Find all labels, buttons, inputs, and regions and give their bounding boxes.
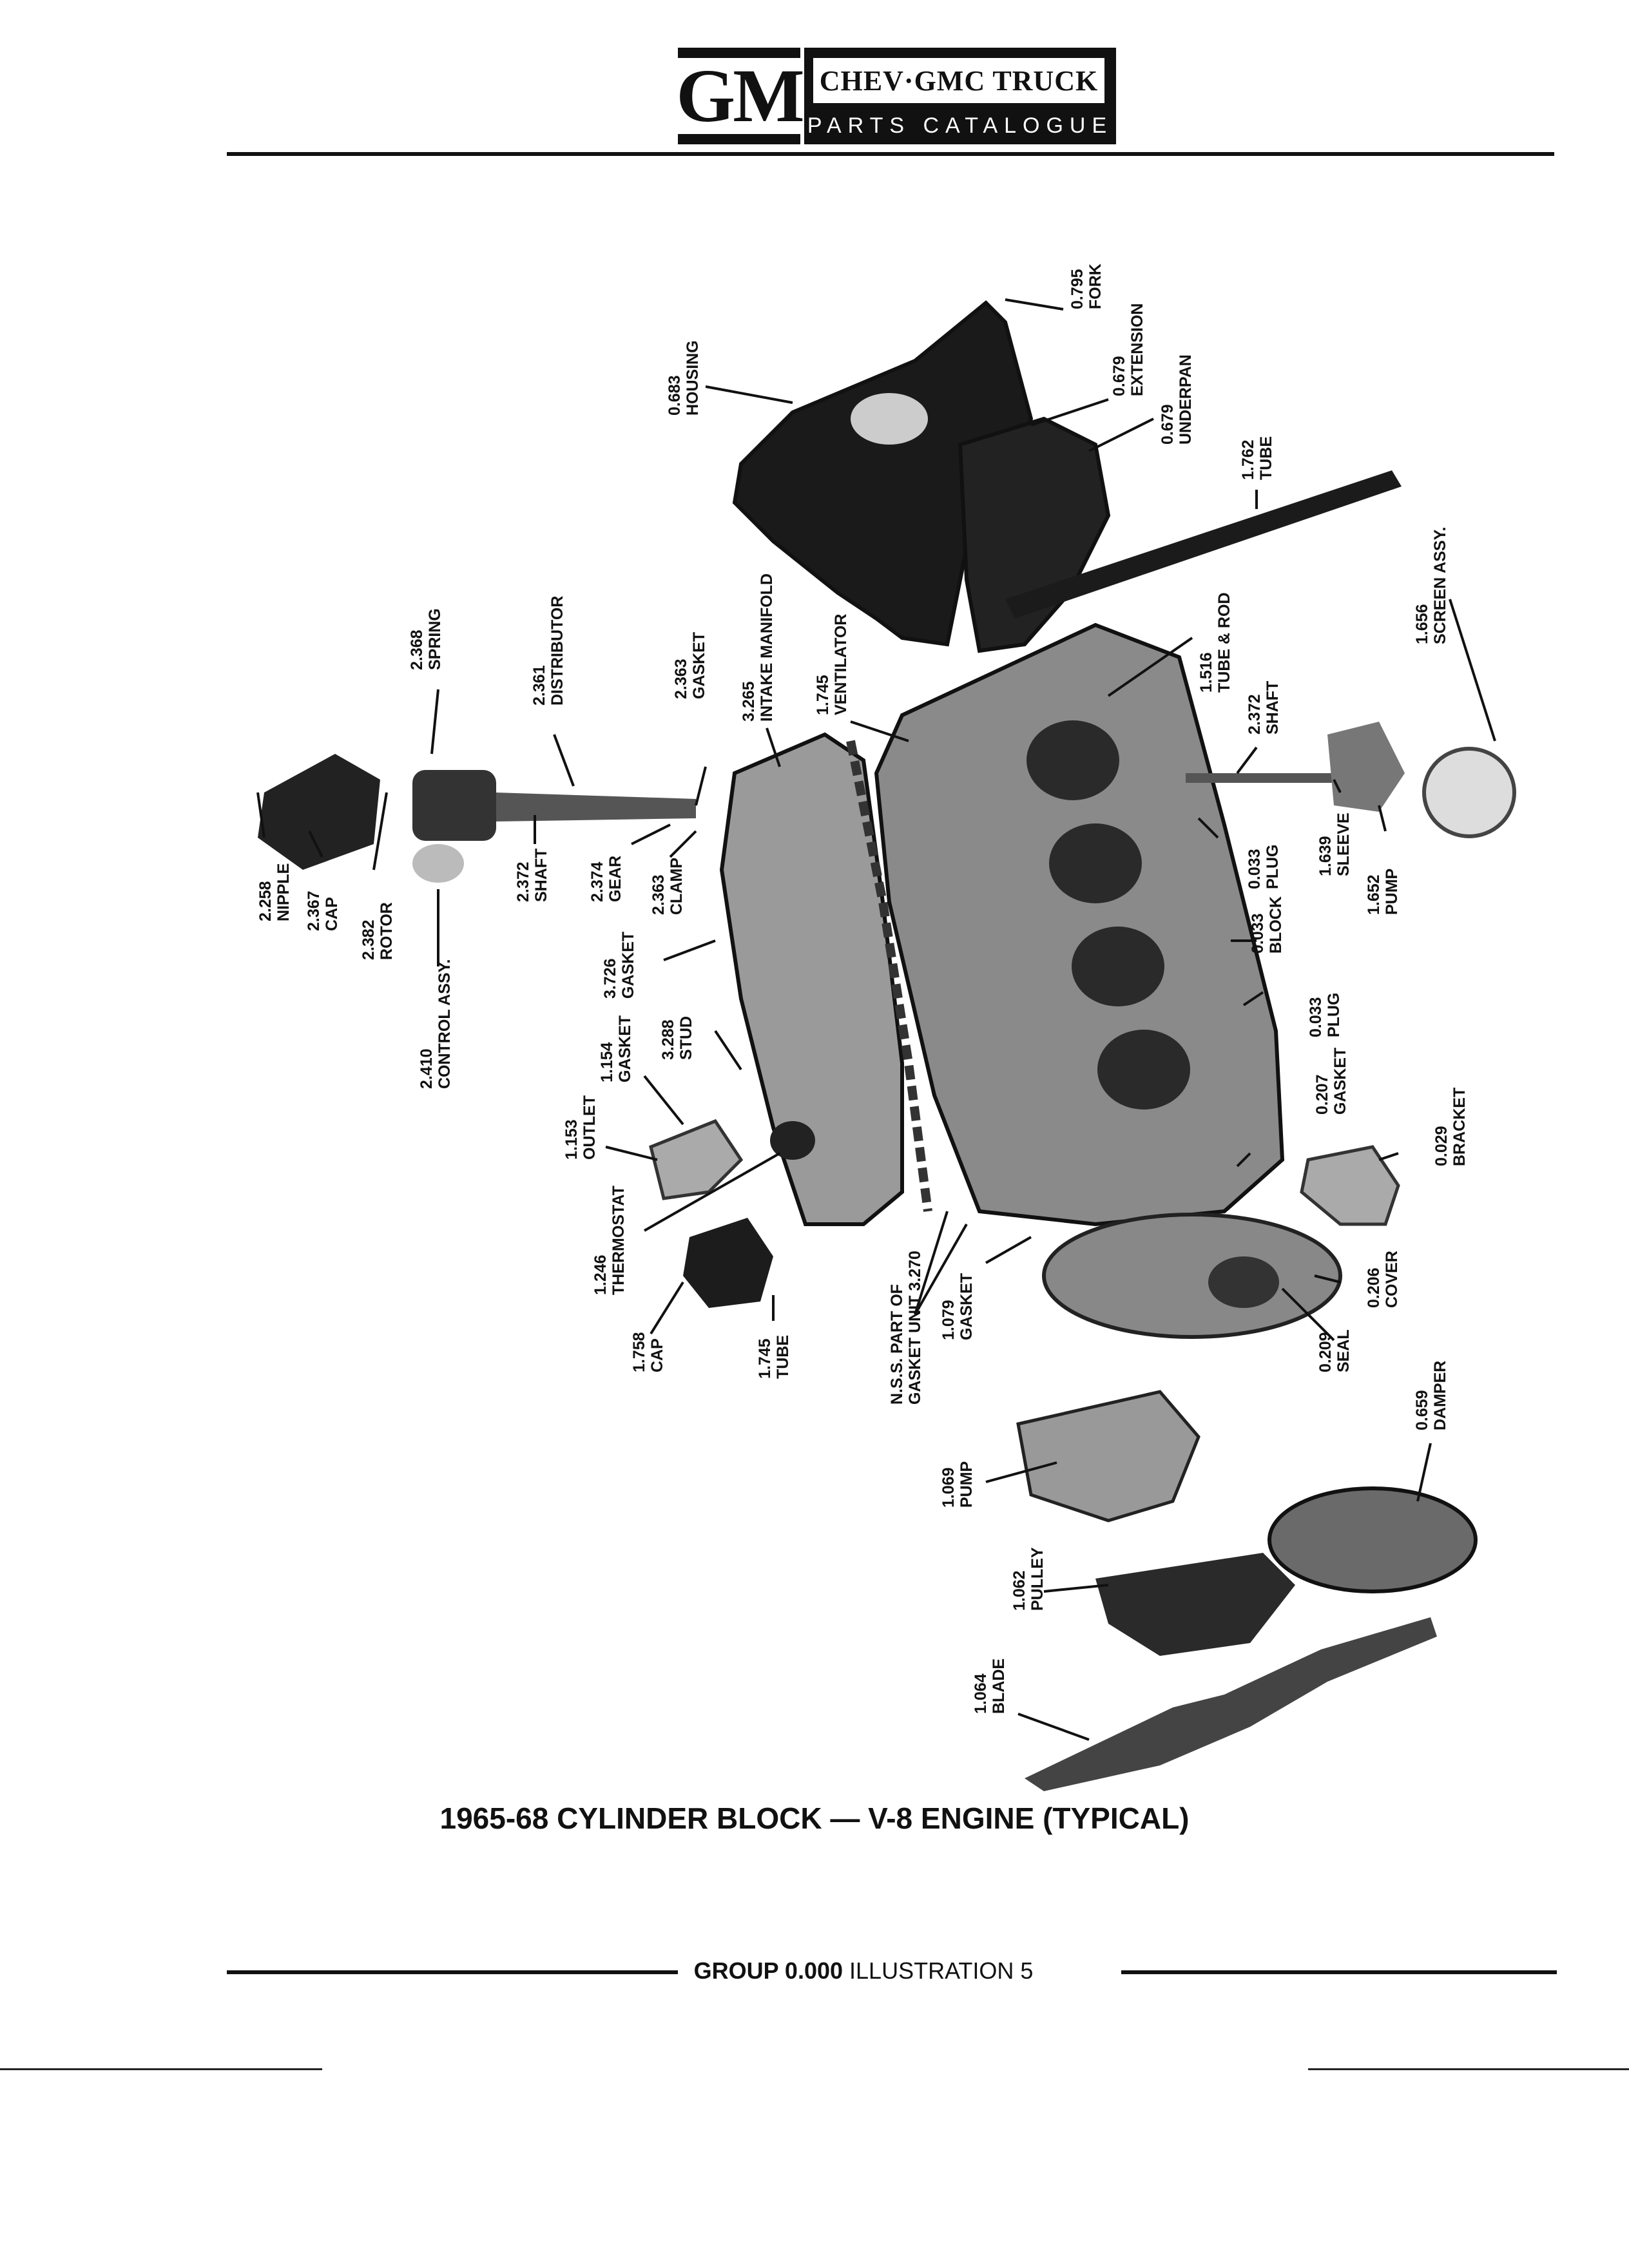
callout-c22: 3.288STUD (659, 1016, 695, 1060)
part-distributor (258, 754, 696, 883)
callout-c5: 1.762TUBE (1239, 436, 1275, 480)
callout-c34: 0.033PLUG (1307, 993, 1343, 1037)
callout-c10: 3.265INTAKE MANIFOLD (740, 573, 776, 722)
callout-labels: 0.795FORK 0.679EXTENSION 0.683HOUSING 0.… (256, 264, 1469, 1714)
callout-c9: 1.745VENTILATOR (814, 614, 850, 715)
callout-c26: 1.758CAP (630, 1332, 666, 1372)
callout-c17: 2.372SHAFT (514, 849, 550, 902)
part-manifold-gasket (846, 740, 932, 1212)
figure-caption: 1965-68 CYLINDER BLOCK — V-8 ENGINE (TYP… (439, 1802, 1190, 1835)
callout-c14: 2.258NIPPLE (256, 863, 293, 921)
callout-c24: 1.153OUTLET (563, 1095, 599, 1160)
parts (258, 300, 1516, 1791)
callout-c41: 1.062PULLEY (1010, 1547, 1046, 1611)
callout-c32: 1.652PUMP (1365, 869, 1401, 915)
part-timing-cover (1042, 1213, 1342, 1339)
part-fan-blade (1025, 1617, 1437, 1791)
footer-group: GROUP 0.000 (693, 1957, 843, 1984)
callout-c33: 0.033BLOCK (1249, 896, 1285, 954)
callout-c40: 1.069PUMP (940, 1461, 976, 1508)
callout-c8: 2.372SHAFT (1246, 681, 1282, 735)
cylinder-bore-1 (1027, 720, 1119, 800)
footer-rule-left (227, 1970, 678, 1974)
distributor-body (412, 770, 496, 841)
footer-rule-right (1121, 1970, 1557, 1974)
cylinder-bore-3 (1072, 927, 1164, 1006)
distributor-shaft (496, 793, 696, 822)
callout-c35: 0.207GASKET (1313, 1048, 1349, 1115)
part-seal (1208, 1256, 1279, 1308)
callout-c16: 2.382ROTOR (360, 902, 396, 960)
part-dipstick-tube (1005, 470, 1402, 619)
callout-c2: 0.679EXTENSION (1110, 303, 1146, 396)
cylinder-bore-2 (1049, 823, 1142, 903)
callout-c29: 1.079GASKET (940, 1273, 976, 1340)
callout-c13: 2.368SPRING (408, 608, 444, 670)
callout-c15: 2.367CAP (305, 890, 341, 931)
pump-shaft (1186, 773, 1334, 783)
callout-c31: 1.639SLEEVE (1316, 812, 1353, 876)
part-bracket (1300, 1145, 1400, 1226)
footer-label: GROUP 0.000 ILLUSTRATION 5 (683, 1957, 1044, 1984)
part-outlet (649, 1119, 744, 1200)
part-oil-filler-cap (683, 1218, 773, 1308)
cylinder-bore-4 (1097, 1030, 1190, 1110)
callout-c19: 2.363CLAMP (650, 858, 686, 915)
screen-assy (1422, 747, 1516, 838)
bottom-rule-right (1308, 2068, 1629, 2070)
gm-logo: GM (670, 48, 809, 144)
callout-c18: 2.374GEAR (588, 856, 624, 902)
part-housing-hole (851, 393, 928, 445)
callout-c7: 1.516TUBE & ROD (1197, 592, 1233, 693)
callout-c4: 0.679UNDERPAN (1159, 354, 1195, 445)
callout-c3: 0.683HOUSING (666, 340, 702, 416)
brand-subtitle: PARTS CATALOGUE (807, 113, 1113, 138)
part-underpan (958, 416, 1111, 653)
callout-c6: 1.656SCREEN ASSY. (1413, 527, 1449, 644)
callout-c38: 0.209SEAL (1316, 1329, 1353, 1372)
brand-box: CHEV·GMC TRUCK PARTS CATALOGUE (804, 48, 1116, 144)
callout-c25: 1.246THERMOSTAT (592, 1186, 628, 1295)
leader-lines (256, 298, 1496, 1741)
callout-c37: 0.206COVER (1365, 1251, 1401, 1308)
callout-c36: 0.029BRACKET (1432, 1088, 1469, 1166)
part-damper (1268, 1486, 1478, 1593)
oil-pump-body (1327, 722, 1405, 812)
callout-c27: 1.745TUBE (756, 1335, 792, 1379)
part-thermostat (770, 1121, 815, 1160)
callout-c42: 1.064BLADE (972, 1658, 1008, 1714)
part-pulley (1095, 1553, 1295, 1656)
part-oil-pump (1186, 722, 1516, 838)
callout-c11: 2.363GASKET (672, 632, 708, 699)
callout-c39: 0.659DAMPER (1413, 1361, 1449, 1430)
callout-c30: 0.033PLUG (1246, 845, 1282, 889)
gm-logo-text: GM (670, 58, 809, 134)
control-assy (412, 844, 464, 883)
callout-c28: N.S.S. PART OFGASKET UNIT 3.270 (888, 1251, 924, 1405)
callout-c21: 3.726GASKET (601, 932, 637, 999)
part-intake-manifold (719, 732, 904, 1226)
callout-c1: 0.795FORK (1068, 264, 1104, 309)
brand-title: CHEV·GMC TRUCK (813, 58, 1104, 103)
bottom-rule-left (0, 2068, 322, 2070)
callout-c20: 2.410CONTROL ASSY. (418, 959, 454, 1089)
callout-c12: 2.361DISTRIBUTOR (530, 596, 566, 706)
header-rule (227, 152, 1554, 156)
distributor-cap (258, 754, 380, 870)
callout-c23: 1.154GASKET (598, 1015, 634, 1082)
part-cylinder-block (874, 622, 1285, 1227)
part-water-pump (1016, 1390, 1200, 1523)
footer-illustration: ILLUSTRATION 5 (849, 1957, 1034, 1984)
